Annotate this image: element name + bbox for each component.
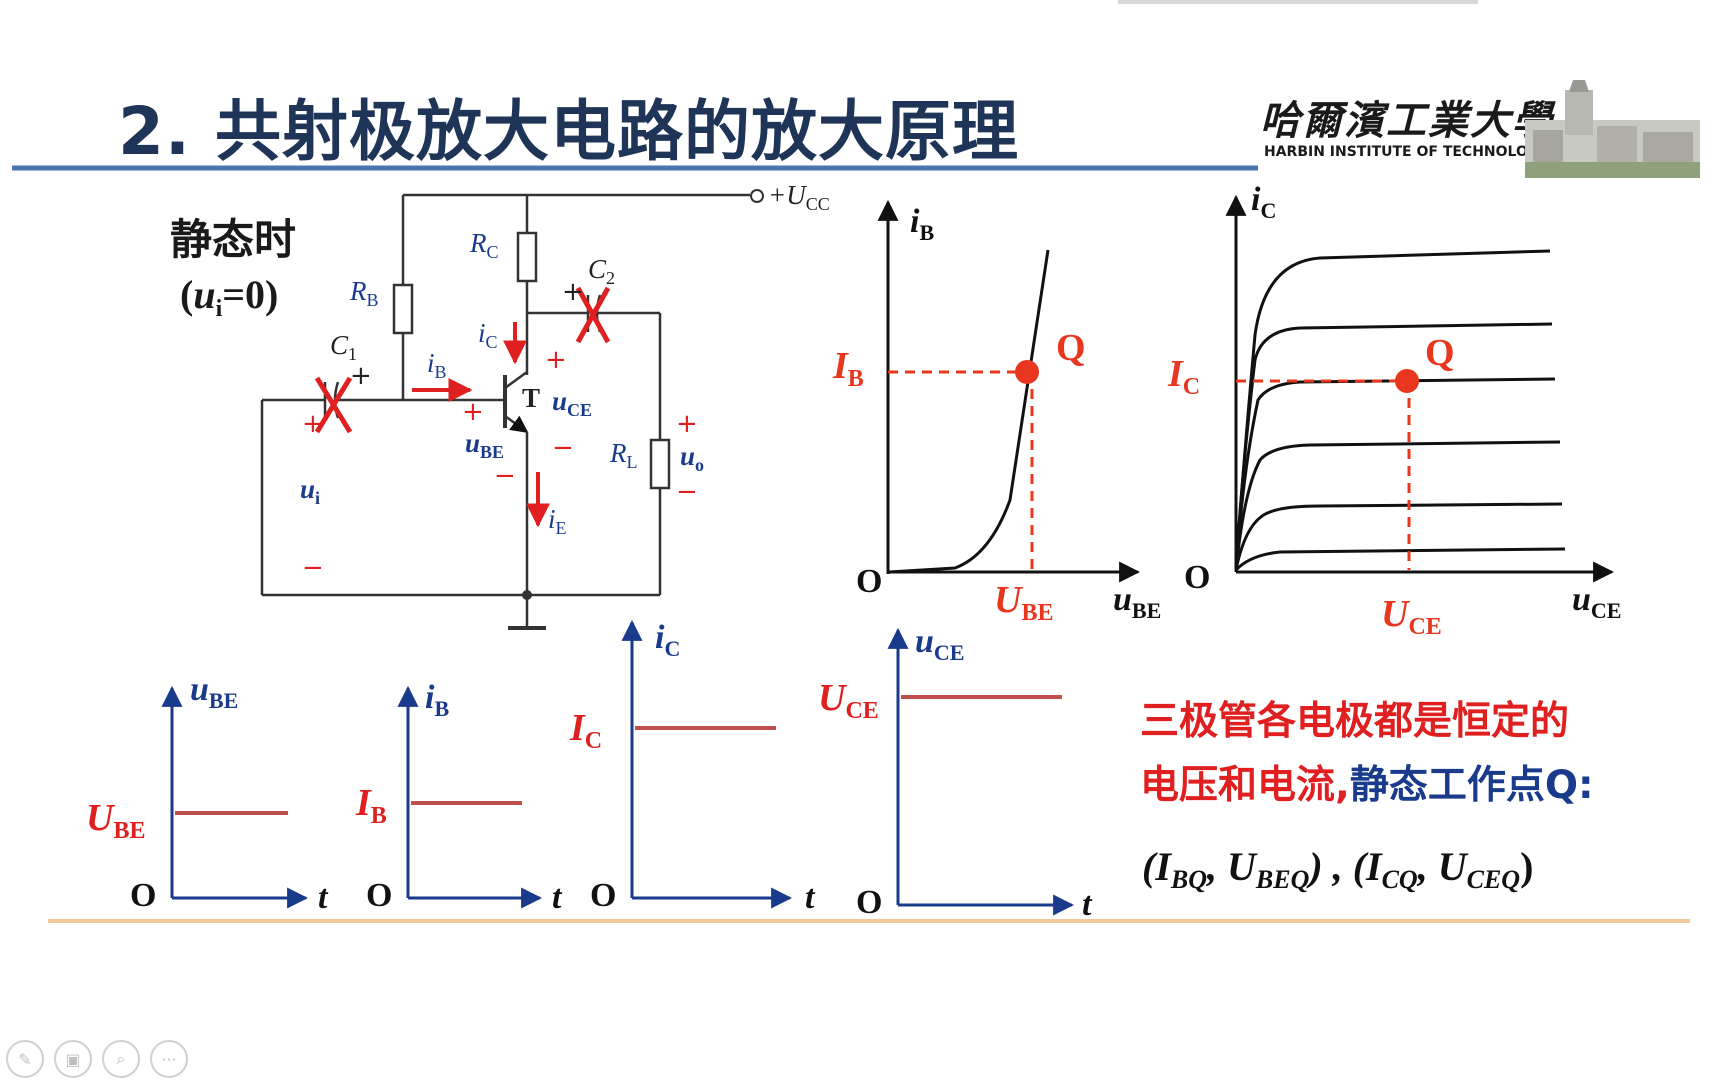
static-state-label: 静态时 [170, 215, 296, 264]
output-curves [1234, 249, 1566, 572]
pages-button[interactable]: ▣ [54, 1040, 92, 1078]
time-plot-xlabel: t [318, 879, 329, 916]
time-plot-origin: O [856, 884, 882, 921]
time-plot-ylabel: iB [425, 679, 449, 721]
capacitor-removed-marks [314, 286, 611, 434]
time-plot-level-label: IB [355, 782, 387, 829]
more-options-button[interactable]: ··· [150, 1040, 188, 1078]
input-characteristic-chart: iB uBE Q IB UBE O [832, 199, 1161, 626]
time-plot-ylabel: iC [655, 619, 680, 661]
time-plot-ylabel: uCE [915, 623, 964, 665]
rl-label: RL [609, 438, 638, 472]
static-condition: (ui=0) [180, 272, 278, 322]
q-point-tuple: (IBQ, UBEQ) , (ICQ, UCEQ) [1142, 844, 1533, 894]
pen-tool-button[interactable]: ✎ [6, 1040, 44, 1078]
svg-text:+: + [676, 409, 698, 439]
pen-icon: ✎ [18, 1049, 32, 1069]
ic-label: iC [478, 318, 498, 352]
uce-label: uCE [552, 386, 592, 420]
logo-chinese-name: 哈爾濱工業大學 [1260, 97, 1554, 144]
svg-text:+: + [462, 397, 484, 427]
input-xlabel: uBE [1113, 581, 1161, 623]
time-plot-level-label: IC [569, 707, 602, 754]
ic-value-label: IC [1167, 353, 1200, 400]
ib-value-label: IB [832, 345, 864, 392]
page-title: 2. 共射极放大电路的放大原理 [118, 93, 1019, 170]
time-plot-origin: O [590, 877, 616, 914]
svg-text:−: − [494, 461, 516, 491]
time-plot-xlabel: t [805, 879, 816, 916]
zoom-icon: ⌕ [116, 1049, 126, 1068]
zoom-button[interactable]: ⌕ [102, 1040, 140, 1078]
transistor-label: T [522, 383, 540, 413]
ib-label: iB [427, 348, 447, 382]
output-q-label: Q [1425, 332, 1455, 374]
time-plot-xlabel: t [552, 879, 563, 916]
svg-text:+: + [562, 277, 584, 307]
time-plot-xlabel: t [1082, 886, 1093, 923]
polarity-signs: + + + + + + − − − − [302, 277, 698, 583]
time-plot-level-label: UCE [818, 677, 879, 724]
time-plot-level-label: UBE [86, 797, 145, 844]
player-toolbar: ✎ ▣ ⌕ ··· [6, 1040, 188, 1078]
svg-text:−: − [676, 477, 698, 507]
resistor-rb [392, 283, 414, 335]
time-plot-origin: O [366, 877, 392, 914]
ucc-label: +UCC [768, 180, 830, 214]
logo-english-name: HARBIN INSTITUTE OF TECHNOLOGY [1264, 144, 1550, 160]
input-curve [887, 249, 1050, 574]
input-q-label: Q [1056, 327, 1086, 369]
ube-value-label: UBE [994, 579, 1053, 626]
input-ylabel: iB [910, 203, 934, 245]
time-plot-origin: O [130, 877, 156, 914]
top-scroll-indicator [1118, 0, 1478, 4]
c1-label: C1 [330, 330, 357, 364]
conclusion-line1: 三极管各电极都是恒定的 [1140, 699, 1569, 744]
svg-text:+: + [302, 409, 324, 439]
uo-label: uo [680, 441, 704, 475]
ui-label: ui [300, 474, 320, 508]
svg-text:+: + [545, 345, 567, 375]
ground-node [522, 590, 532, 600]
svg-text:+: + [350, 361, 372, 391]
ube-label: uBE [465, 428, 504, 462]
circuit-labels: +UCC RC RB C1 C2 iB iC iE T uCE uBE RL u… [300, 180, 830, 538]
conclusion-text: 三极管各电极都是恒定的 电压和电流,静态工作点Q: (IBQ, UBEQ) , … [1140, 699, 1594, 894]
rb-label: RB [349, 276, 379, 310]
input-origin: O [856, 563, 882, 600]
q-point-output [1395, 369, 1419, 393]
university-logo: 哈爾濱工業大學 HARBIN INSTITUTE OF TECHNOLOGY [1260, 80, 1700, 182]
uce-value-label: UCE [1381, 593, 1442, 640]
ucc-terminal [750, 189, 764, 203]
ie-label: iE [548, 504, 567, 538]
pages-icon: ▣ [65, 1049, 81, 1069]
conclusion-line2: 电压和电流,静态工作点Q: [1140, 763, 1594, 808]
svg-text:−: − [302, 553, 324, 583]
q-point-input [1015, 360, 1039, 384]
output-xlabel: uCE [1572, 581, 1621, 623]
rc-label: RC [469, 228, 499, 262]
output-origin: O [1184, 559, 1210, 596]
svg-text:−: − [552, 433, 574, 463]
output-ylabel: iC [1251, 181, 1276, 223]
time-plot-ylabel: uBE [190, 671, 238, 713]
c2-label: C2 [588, 254, 615, 288]
resistor-rl [649, 438, 671, 490]
more-icon: ··· [161, 1049, 177, 1069]
resistor-rc [516, 231, 538, 283]
output-characteristic-chart: iC uCE Q IC UCE O [1167, 181, 1621, 640]
campus-building-image [1525, 80, 1700, 178]
